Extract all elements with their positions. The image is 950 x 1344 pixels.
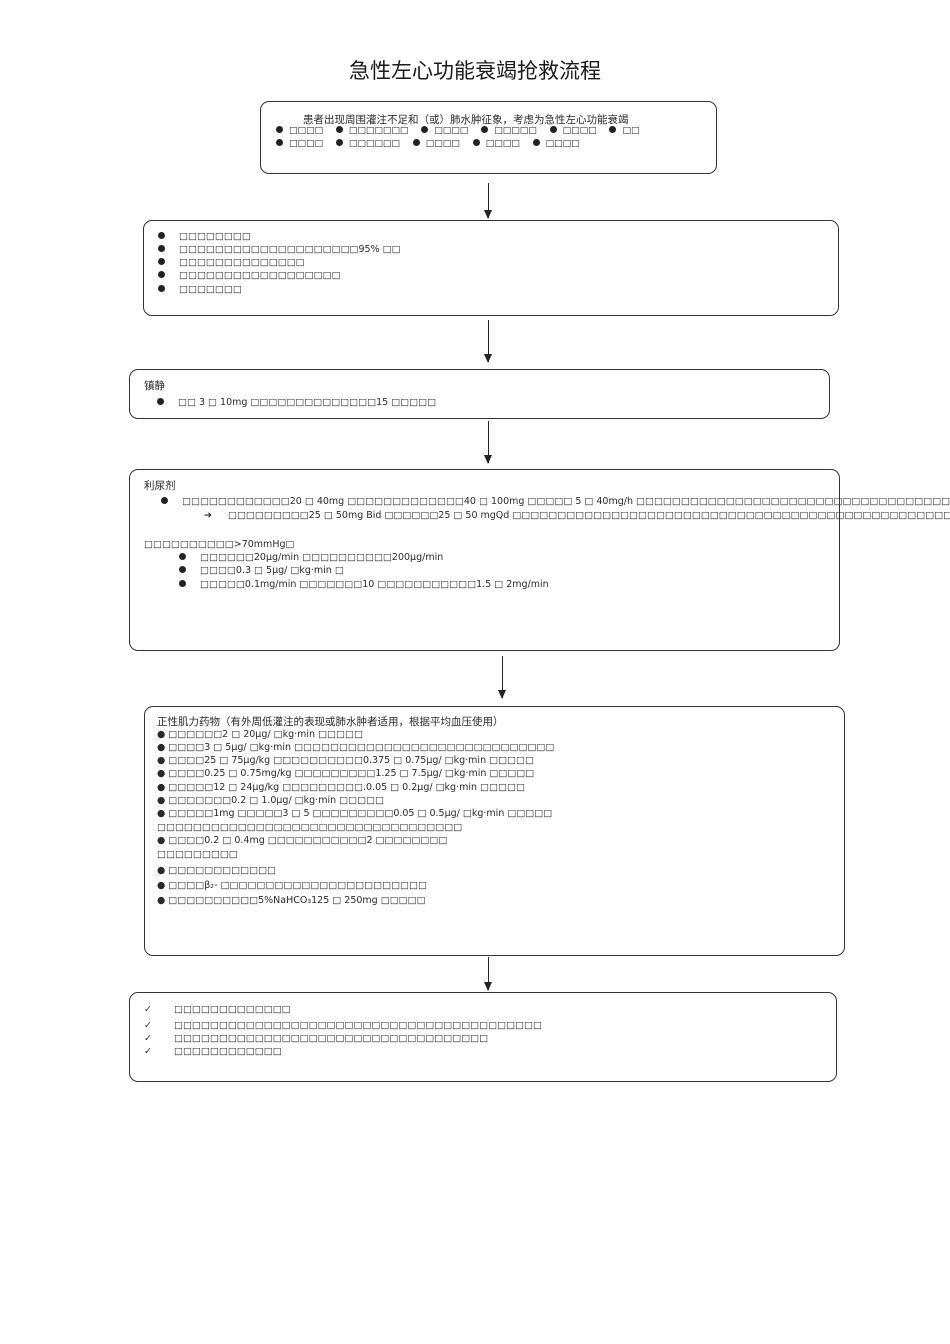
symptom-heading: 患者出现周围灌注不足和（或）肺水肿征象，考虑为急性左心功能衰竭 [303, 114, 629, 126]
inotrope-line: ● □□□□3 □ 5μg/ □kg·min □□□□□□□□□□□□□□□□□… [157, 742, 555, 753]
bullet-icon [157, 398, 164, 405]
vasodilator-item: □□□□□□20μg/min □□□□□□□□□□200μg/min [179, 551, 443, 564]
inotrope-line: □□□□□□□□□ [157, 849, 238, 860]
bullet-icon [179, 553, 186, 560]
inotrope-line: ● □□□□β₂- □□□□□□□□□□□□□□□□□□□□□□□ [157, 880, 427, 891]
bullet-icon [609, 126, 617, 133]
followup-item: ✓□□□□□□□□□□□□□ [144, 1004, 291, 1015]
sedation-box [129, 369, 830, 419]
symptom-box [260, 101, 717, 174]
sedation-item: □□ 3 □ 10mg □□□□□□□□□□□□□□15 □□□□□ [157, 396, 436, 409]
symptom-item: □□□□□□□ [335, 126, 408, 136]
symptom-item: □□□□□□ [335, 139, 400, 149]
symptom-item: □□□□ [532, 139, 580, 149]
inotrope-line: ● □□□□□□2 □ 20μg/ □kg·min □□□□□ [157, 729, 363, 740]
bullet-icon [481, 126, 489, 133]
bullet-icon [276, 139, 283, 146]
bullet-icon [179, 580, 186, 587]
diuretic-item: □□□□□□□□□□□□20 □ 40mg □□□□□□□□□□□□□40 □ … [161, 495, 950, 508]
arrow-right-icon: ➔ [204, 510, 212, 521]
checkmark-icon: ✓ [144, 1033, 152, 1044]
vasodilator-item: □□□□□0.1mg/min □□□□□□□10 □□□□□□□□□□□1.5 … [179, 578, 549, 591]
bullet-icon [158, 258, 165, 265]
bullet-icon [158, 232, 165, 239]
inotrope-box [144, 706, 845, 956]
vasodilator-heading: □□□□□□□□□□>70mmHg□ [144, 539, 295, 550]
checkmark-icon: ✓ [144, 1020, 152, 1031]
general-item: □□□□□□□□□□□□□□□□□□ [158, 269, 341, 282]
bullet-icon [276, 126, 283, 133]
flow-arrow-icon [498, 656, 506, 699]
inotrope-line: ● □□□□□12 □ 24μg/kg □□□□□□□□□.0.05 □ 0.2… [157, 782, 525, 793]
followup-item: ✓□□□□□□□□□□□□□□□□□□□□□□□□□□□□□□□□□□□ [144, 1033, 489, 1044]
general-item: □□□□□□□□ [158, 230, 251, 243]
followup-box [129, 992, 837, 1082]
bullet-icon [472, 139, 480, 146]
flow-arrow-icon [484, 183, 492, 219]
general-item: □□□□□□□□□□□□□□□□□□□□95% □□ [158, 243, 401, 256]
symptom-item: □□ [609, 126, 640, 136]
symptom-item: □□□□ [421, 126, 468, 136]
symptom-item: □□□□ [549, 126, 597, 136]
followup-item: ✓□□□□□□□□□□□□□□□□□□□□□□□□□□□□□□□□□□□□□□□… [144, 1020, 542, 1031]
flow-arrow-icon [484, 320, 492, 363]
general-item: □□□□□□□ [158, 283, 242, 296]
followup-item: ✓□□□□□□□□□□□□ [144, 1046, 282, 1057]
inotrope-line: ● □□□□25 □ 75μg/kg □□□□□□□□□□0.375 □ 0.7… [157, 755, 534, 766]
bullet-icon [421, 126, 429, 133]
bullet-icon [532, 139, 540, 146]
inotrope-line: ● □□□□□1mg □□□□□3 □ 5 □□□□□□□□□0.05 □ 0.… [157, 808, 553, 819]
bullet-icon [158, 285, 165, 292]
page-title: 急性左心功能衰竭抢救流程 [349, 59, 601, 83]
symptom-item: □□□□ [472, 139, 520, 149]
sedation-heading: 镇静 [144, 380, 165, 392]
inotrope-line: ● □□□□0.2 □ 0.4mg □□□□□□□□□□□2 □□□□□□□□ [157, 835, 448, 846]
inotrope-line: □□□□□□□□□□□□□□□□□□□□□□□□□□□□□□□□□□ [157, 822, 463, 833]
inotrope-heading: 正性肌力药物（有外周低灌注的表现或肺水肿者适用，根据平均血压使用） [157, 716, 504, 728]
checkmark-icon: ✓ [144, 1046, 152, 1057]
checkmark-icon: ✓ [144, 1004, 152, 1015]
bullet-icon [179, 566, 186, 573]
symptom-item: □□□□ [412, 139, 460, 149]
bullet-icon [335, 126, 343, 133]
bullet-icon [158, 245, 165, 252]
inotrope-line: ● □□□□□□□□□□5%NaHCO₃125 □ 250mg □□□□□ [157, 895, 426, 906]
symptom-row-1: □□□□ □□□□□□□ □□□□ □□□□□ □□□□ □□ [276, 126, 640, 136]
symptom-item: □□□□ [276, 139, 323, 149]
bullet-icon [335, 139, 343, 146]
inotrope-line: ● □□□□0.25 □ 0.75mg/kg □□□□□□□□□1.25 □ 7… [157, 768, 535, 779]
inotrope-line: ● □□□□□□□□□□□□ [157, 865, 277, 876]
symptom-item: □□□□□ [481, 126, 537, 136]
bullet-icon [158, 271, 165, 278]
symptom-item: □□□□ [276, 126, 323, 136]
flow-arrow-icon [484, 421, 492, 464]
bullet-icon [549, 126, 557, 133]
bullet-icon [412, 139, 420, 146]
symptom-row-2: □□□□ □□□□□□ □□□□ □□□□ □□□□ [276, 139, 580, 149]
diuretic-heading: 利尿剂 [144, 480, 176, 492]
diuretic-sub-item: ➔□□□□□□□□□25 □ 50mg Bid □□□□□□25 □ 50 mg… [204, 510, 950, 521]
flow-arrow-icon [484, 957, 492, 991]
inotrope-line: ● □□□□□□□0.2 □ 1.0μg/ □kg·min □□□□□ [157, 795, 385, 806]
diuretic-box [129, 469, 840, 651]
vasodilator-item: □□□□0.3 □ 5μg/ □kg·min □ [179, 564, 344, 577]
general-item: □□□□□□□□□□□□□□ [158, 256, 305, 269]
bullet-icon [161, 497, 168, 504]
general-measures-box [143, 220, 839, 316]
